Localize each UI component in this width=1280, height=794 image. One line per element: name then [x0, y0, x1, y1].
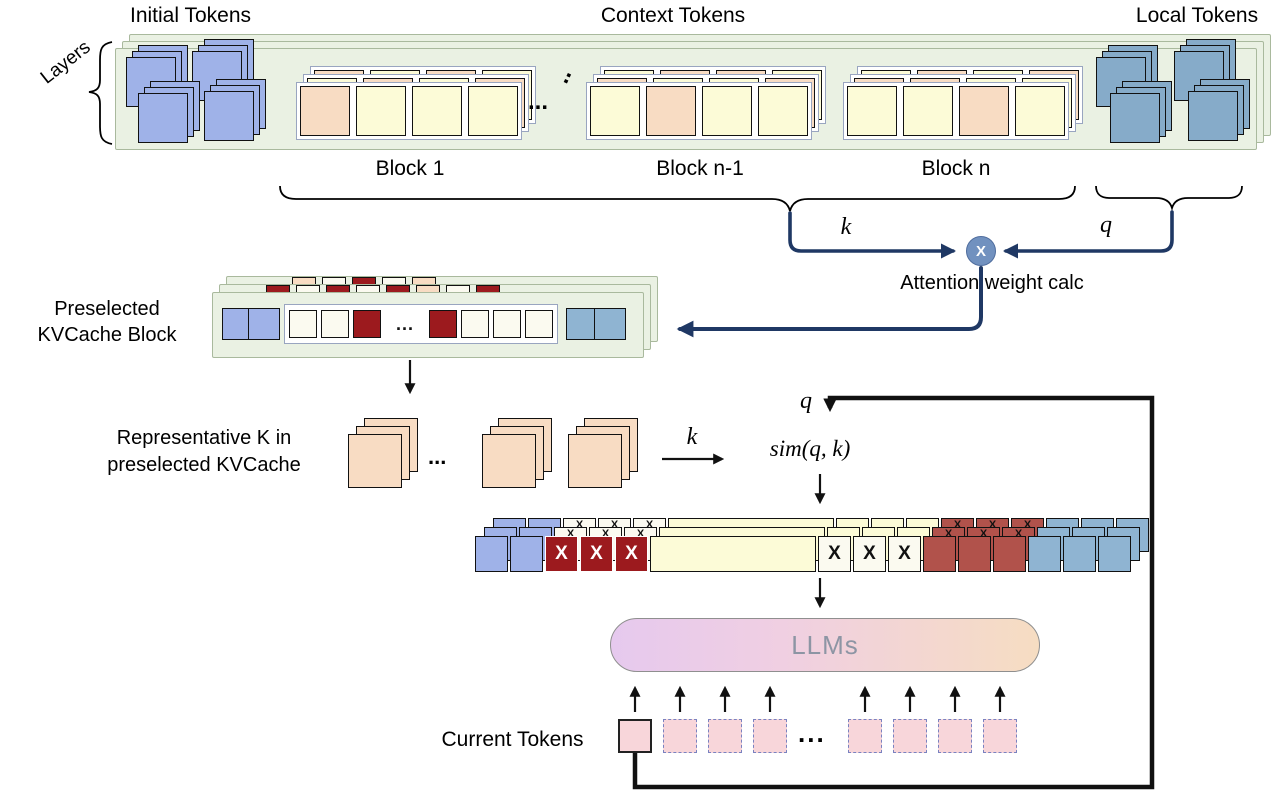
layers-brace: [88, 41, 113, 145]
mini-ellipsis: ...: [395, 313, 414, 334]
k-label-mid: k: [686, 424, 698, 450]
local-token-stack: [1110, 81, 1172, 143]
representative-label-line2: preselected KVCache: [107, 454, 301, 476]
current-token-dashed: [708, 719, 742, 753]
row-local-token: [1028, 536, 1061, 572]
kept-token-span: [650, 536, 816, 572]
row-local-token: [1098, 536, 1131, 572]
mini-local-token: [594, 308, 626, 340]
current-token-dashed: [983, 719, 1017, 753]
block-ellipsis-lower: ...: [528, 88, 549, 115]
initial-token-stack: [138, 81, 200, 143]
context-block-1-row-front: [296, 82, 522, 140]
mini-token: [353, 310, 381, 338]
local-token-stack: [1188, 79, 1250, 141]
local-tokens-label: Local Tokens: [1135, 4, 1259, 27]
q-label-top: q: [1100, 212, 1112, 238]
preselected-label-line2: KVCache Block: [37, 324, 177, 346]
multiply-symbol: X: [975, 242, 986, 260]
row-local-token: [1063, 536, 1096, 572]
selected-row-front: X X X X X X: [475, 536, 1131, 572]
mini-token: [429, 310, 457, 338]
context-block-n-row-front: [843, 82, 1069, 140]
representative-label-line1: Representative K in: [116, 427, 292, 449]
local-underbrace: [1095, 185, 1243, 212]
initial-tokens-label: Initial Tokens: [129, 4, 252, 27]
context-underbrace: [279, 185, 1076, 212]
llms-pill: LLMs: [610, 618, 1040, 672]
current-token-dashed: [893, 719, 927, 753]
initial-token-stack: [204, 79, 266, 141]
layers-label: Layers: [36, 36, 95, 89]
k-label-top: k: [840, 214, 852, 240]
mini-token: [525, 310, 553, 338]
pruned-token: [923, 536, 956, 572]
mini-selected-strip: ...: [284, 304, 558, 344]
context-block-n1-row-front: [586, 82, 812, 140]
current-token-solid: [618, 719, 652, 753]
evicted-token: X: [545, 536, 578, 572]
current-token-dashed: [938, 719, 972, 753]
context-tokens-label: Context Tokens: [600, 4, 746, 27]
block-n-1-label: Block n-1: [656, 157, 744, 180]
evicted-token: X: [818, 536, 851, 572]
block-1-label: Block 1: [375, 157, 445, 180]
evicted-token: X: [580, 536, 613, 572]
current-tokens-label: Current Tokens: [441, 728, 584, 751]
sim-qk-label: sim(q, k): [769, 436, 851, 461]
mini-token: [493, 310, 521, 338]
attention-weight-calc-label: Attention weight calc: [900, 272, 1084, 294]
k-arrow: [788, 211, 957, 259]
mini-initial-token: [248, 308, 280, 340]
current-token-dashed: [848, 719, 882, 753]
current-token-dashed: [753, 719, 787, 753]
evicted-token: X: [615, 536, 648, 572]
block-n-label: Block n: [921, 157, 991, 180]
multiply-circle: X: [966, 236, 996, 266]
current-token-dashed: [663, 719, 697, 753]
mini-token: [289, 310, 317, 338]
mini-token: [461, 310, 489, 338]
current-tokens-ellipsis: ...: [798, 718, 826, 748]
pruned-token: [958, 536, 991, 572]
row-initial-token: [475, 536, 508, 572]
evicted-token: X: [853, 536, 886, 572]
row-initial-token: [510, 536, 543, 572]
representative-k-stack: [348, 418, 418, 488]
evicted-token: X: [888, 536, 921, 572]
q-label-mid: q: [800, 388, 812, 414]
llms-label: LLMs: [791, 629, 859, 660]
preselected-label-line1: Preselected: [54, 298, 160, 320]
representative-k-stack: [568, 418, 638, 488]
mini-token: [321, 310, 349, 338]
representative-k-ellipsis: ...: [428, 444, 447, 469]
representative-k-stack: [482, 418, 552, 488]
pruned-token: [993, 536, 1026, 572]
